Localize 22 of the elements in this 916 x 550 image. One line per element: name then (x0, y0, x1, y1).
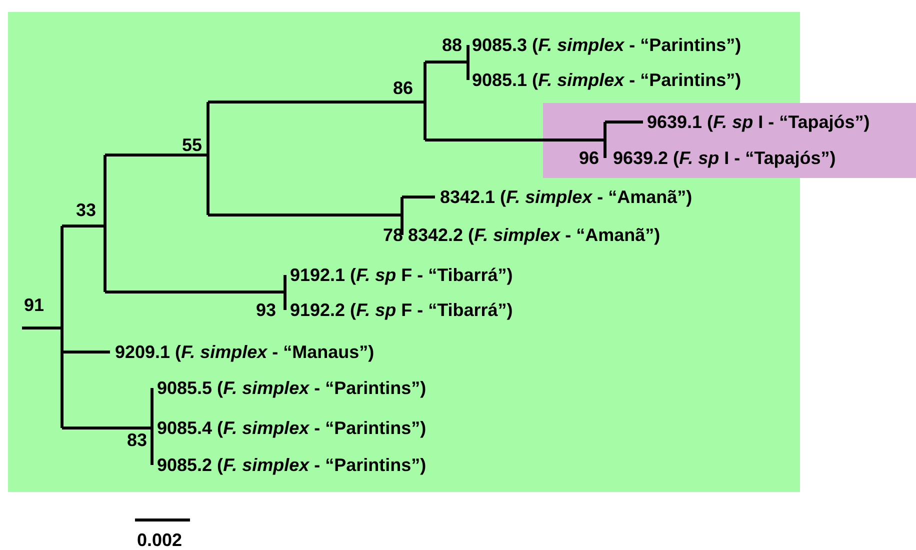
taxon-label: 9085.2 (F. simplex - “Parintins”) (157, 455, 426, 475)
taxon-label: 8342.2 (F. simplex - “Amanã”) (408, 225, 660, 245)
bootstrap-value: 93 (256, 300, 276, 320)
taxon-label: 9192.2 (F. sp F - “Tibarrá”) (290, 300, 513, 320)
bootstrap-value: 96 (579, 148, 600, 168)
taxon-label: 9192.1 (F. sp F - “Tibarrá”) (290, 265, 513, 285)
bootstrap-value: 55 (182, 135, 202, 155)
taxon-label: 8342.1 (F. simplex - “Amanã”) (440, 187, 692, 207)
taxon-label: 9085.1 (F. simplex - “Parintins”) (472, 70, 742, 90)
clade-highlight (543, 103, 916, 178)
taxon-label: 9085.5 (F. simplex - “Parintins”) (157, 378, 426, 398)
taxon-label: 9085.3 (F. simplex - “Parintins”) (472, 35, 742, 55)
scale-label: 0.002 (137, 530, 182, 550)
taxon-label: 9639.1 (F. sp I - “Tapajós”) (647, 112, 870, 132)
taxon-label: 9209.1 (F. simplex - “Manaus”) (115, 342, 374, 362)
bootstrap-value: 91 (24, 295, 44, 315)
bootstrap-value: 83 (127, 430, 148, 450)
bootstrap-value: 88 (442, 35, 462, 55)
bootstrap-value: 86 (393, 78, 414, 98)
taxon-label: 9639.2 (F. sp I - “Tapajós”) (613, 148, 836, 168)
taxon-label: 9085.4 (F. simplex - “Parintins”) (157, 418, 426, 438)
bootstrap-value: 33 (76, 200, 96, 220)
